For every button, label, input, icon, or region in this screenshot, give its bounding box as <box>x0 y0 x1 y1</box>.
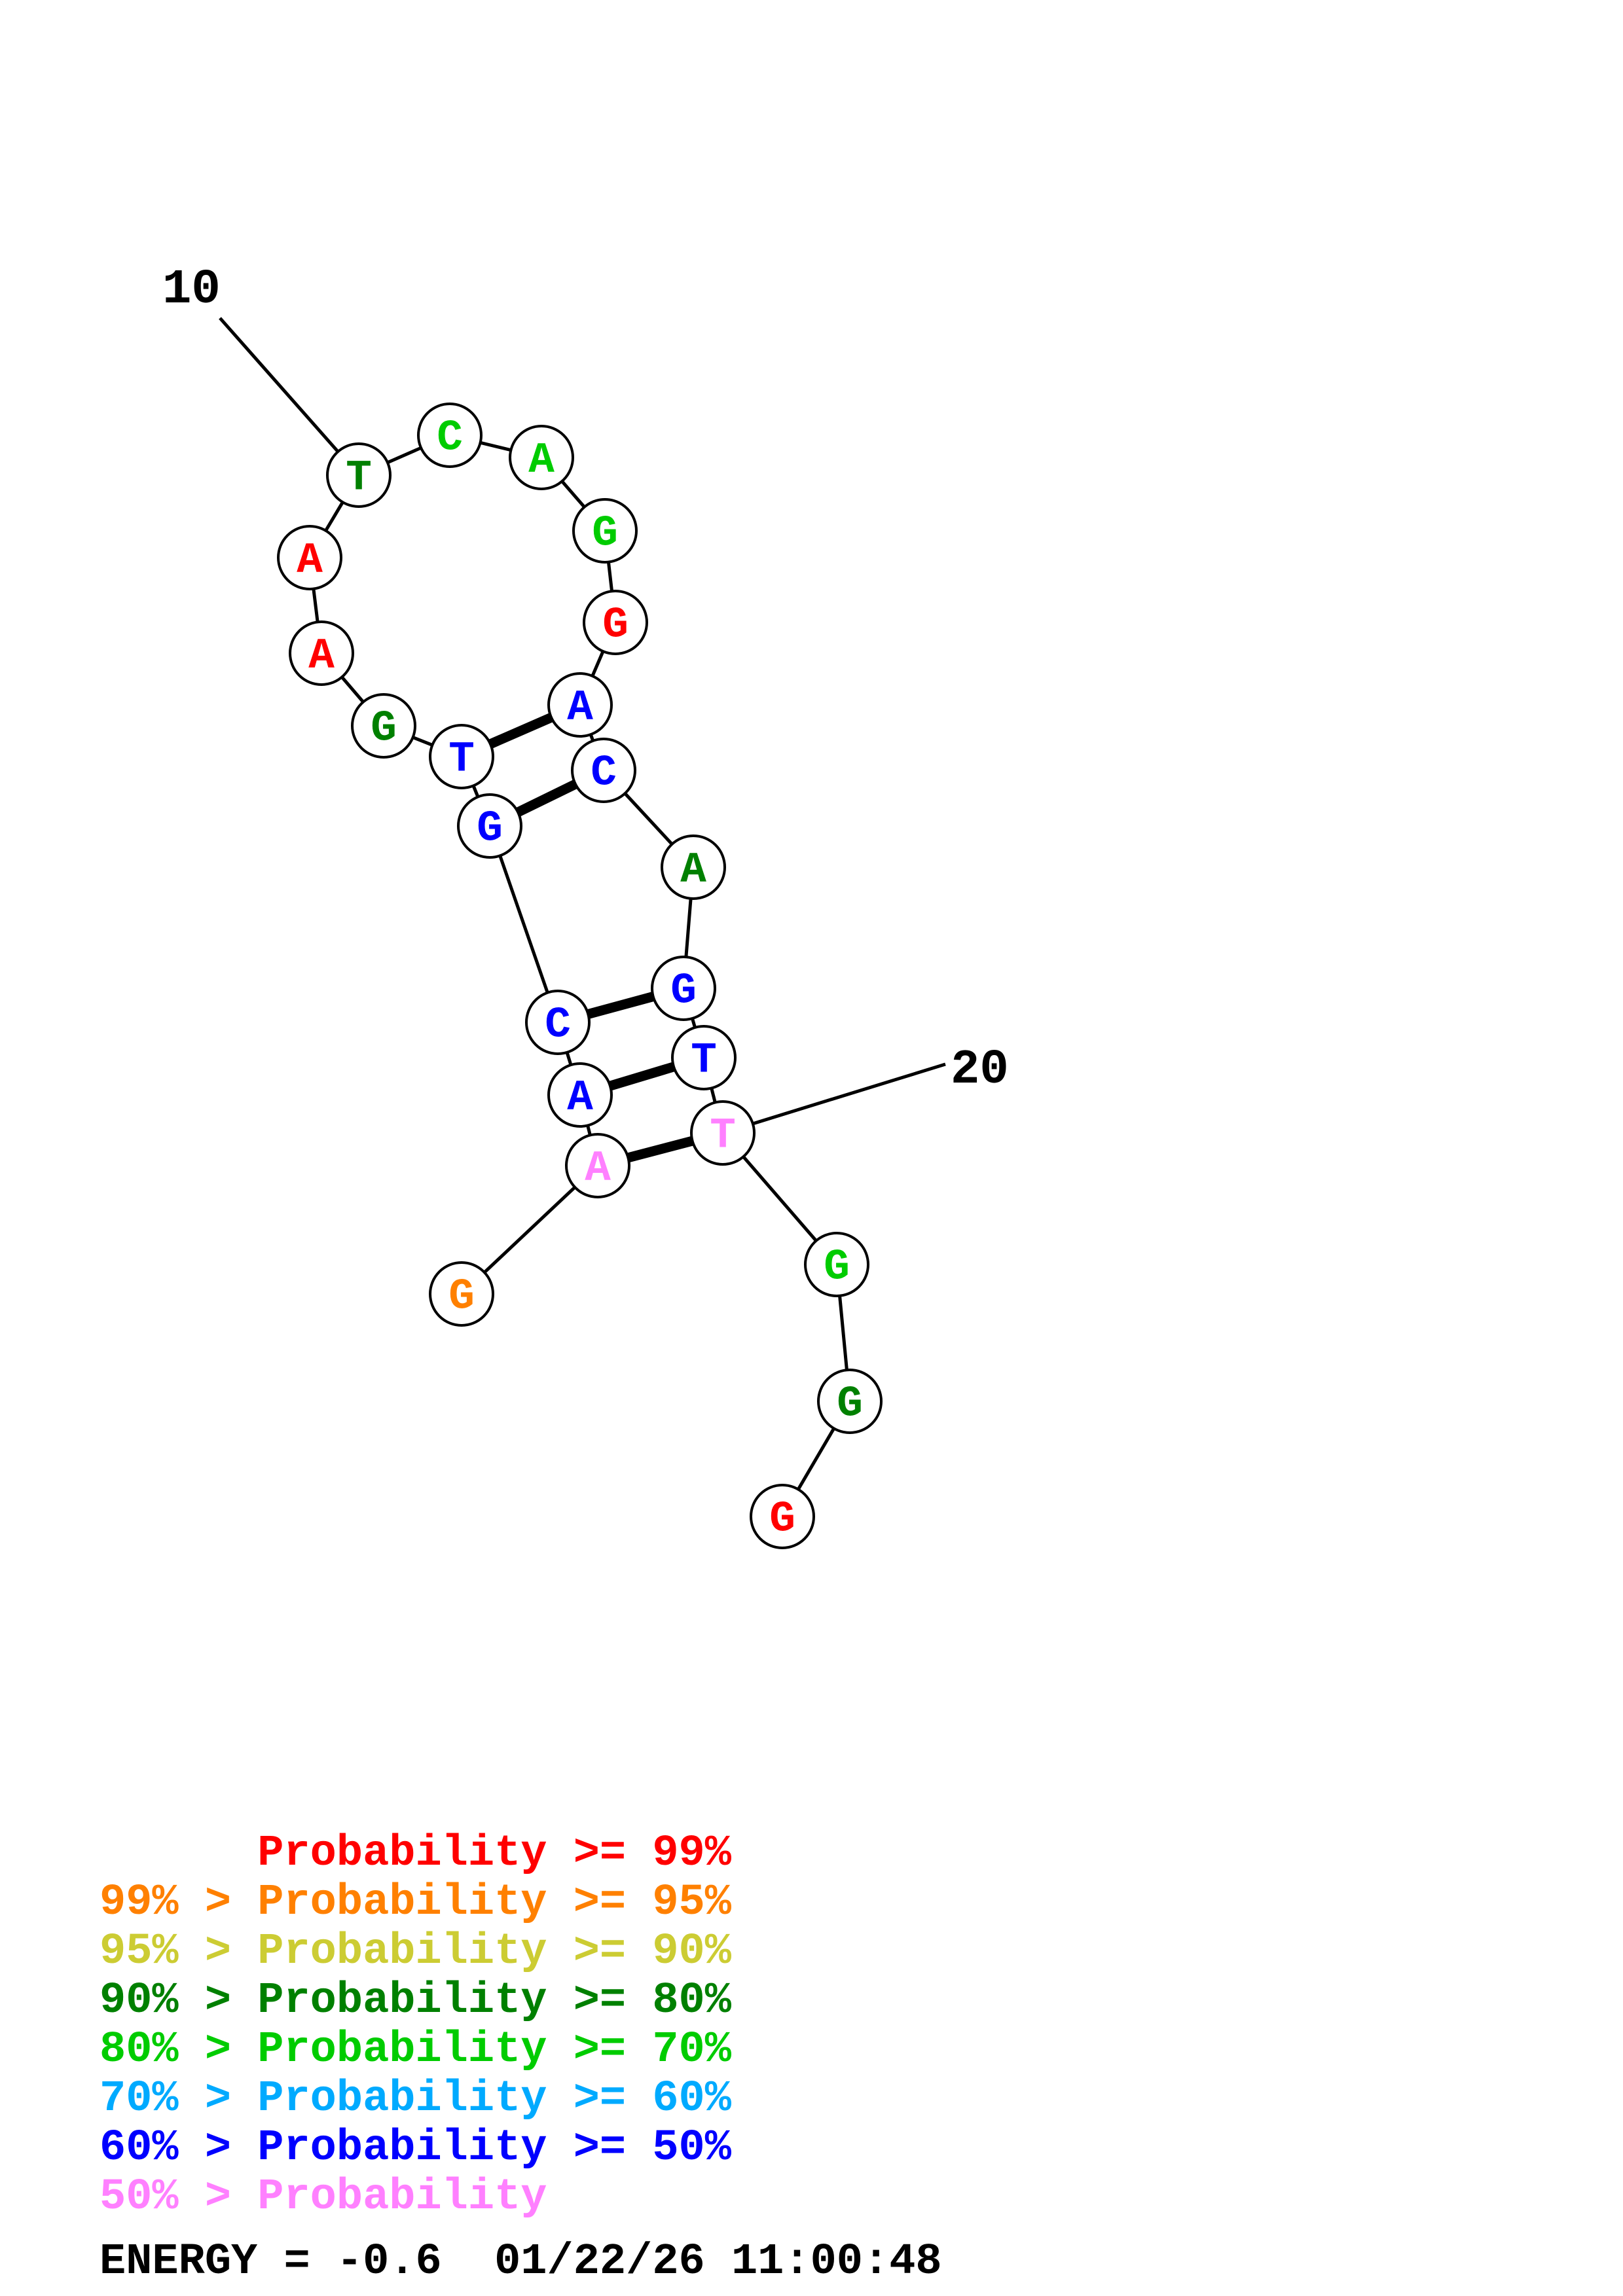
legend-row: Probability >= 99% <box>100 1829 731 1878</box>
nucleotide-circle <box>351 693 416 759</box>
nucleotide-circle <box>547 672 613 738</box>
nucleotide-letter: G <box>448 1272 475 1321</box>
nucleotide-circle <box>429 724 494 789</box>
nucleotide-letter: T <box>710 1111 736 1160</box>
nucleotide-circle <box>565 1133 630 1198</box>
nucleotide-letter: A <box>528 436 555 485</box>
nucleotide-circle <box>289 620 354 686</box>
nucleotide-circle <box>817 1369 883 1434</box>
legend-row: 95% > Probability >= 90% <box>100 1927 731 1977</box>
nucleotide-letter: T <box>448 735 475 784</box>
nucleotide-letter: T <box>691 1036 717 1085</box>
nucleotide-letter: G <box>477 804 503 853</box>
nucleotide-letter: G <box>670 967 697 1016</box>
nucleotide-circle <box>525 990 591 1055</box>
label-pointer-line <box>219 317 360 476</box>
nucleotide-circle <box>277 525 342 590</box>
nucleotide-letter: A <box>680 846 706 895</box>
nucleotide-letter: T <box>346 454 372 503</box>
nucleotide-circle <box>661 834 726 900</box>
legend-row: 60% > Probability >= 50% <box>100 2123 731 2173</box>
legend-row: 99% > Probability >= 95% <box>100 1878 731 1928</box>
nucleotide-letter: A <box>585 1144 611 1193</box>
position-label: 20 <box>951 1043 1009 1098</box>
nucleotide-circle <box>671 1025 737 1090</box>
legend-row: 80% > Probability >= 70% <box>100 2025 731 2075</box>
backbone-line <box>488 825 560 1023</box>
legend-row: 70% > Probability >= 60% <box>100 2074 731 2124</box>
nucleotide-letter: G <box>371 704 397 753</box>
nucleotide-circle <box>690 1100 756 1166</box>
nucleotide-circle <box>429 1261 494 1327</box>
nucleotide-letter: A <box>308 632 335 681</box>
nucleotide-letter: A <box>567 1073 593 1122</box>
nucleotide-letter: C <box>437 414 463 463</box>
nucleotide-letter: A <box>567 683 593 732</box>
nucleotide-circle <box>572 498 638 564</box>
nucleotide-circle <box>509 425 574 490</box>
nucleotide-circle <box>750 1484 815 1549</box>
nucleotide-circle <box>457 793 522 859</box>
nucleotide-circle <box>326 442 392 508</box>
nucleotide-letter: G <box>837 1380 863 1429</box>
nucleotide-letter: G <box>602 601 629 650</box>
nucleotide-circle <box>571 738 636 803</box>
nucleotide-circle <box>547 1062 613 1128</box>
nucleotide-letter: G <box>592 509 618 558</box>
nucleotide-circle <box>583 590 648 655</box>
energy-datetime-line: ENERGY = -0.6 01/22/26 11:00:48 <box>100 2237 942 2287</box>
nucleotide-letter: C <box>591 749 617 798</box>
probability-legend: Probability >= 99%99% > Probability >= 9… <box>100 1829 731 2222</box>
legend-row: 50% > Probability <box>100 2172 547 2222</box>
nucleotide-letter: G <box>824 1243 850 1292</box>
nucleotide-letter: G <box>769 1495 795 1544</box>
legend-row: 90% > Probability >= 80% <box>100 1976 731 2026</box>
nucleotide-circle <box>651 956 716 1021</box>
position-label: 10 <box>162 262 221 317</box>
label-pointer-line <box>722 1062 946 1135</box>
nucleotide-letter: C <box>545 1001 571 1050</box>
nucleotide-circle <box>417 403 483 468</box>
nucleotide-circle <box>804 1232 869 1297</box>
nucleotide-letter: A <box>297 536 323 585</box>
